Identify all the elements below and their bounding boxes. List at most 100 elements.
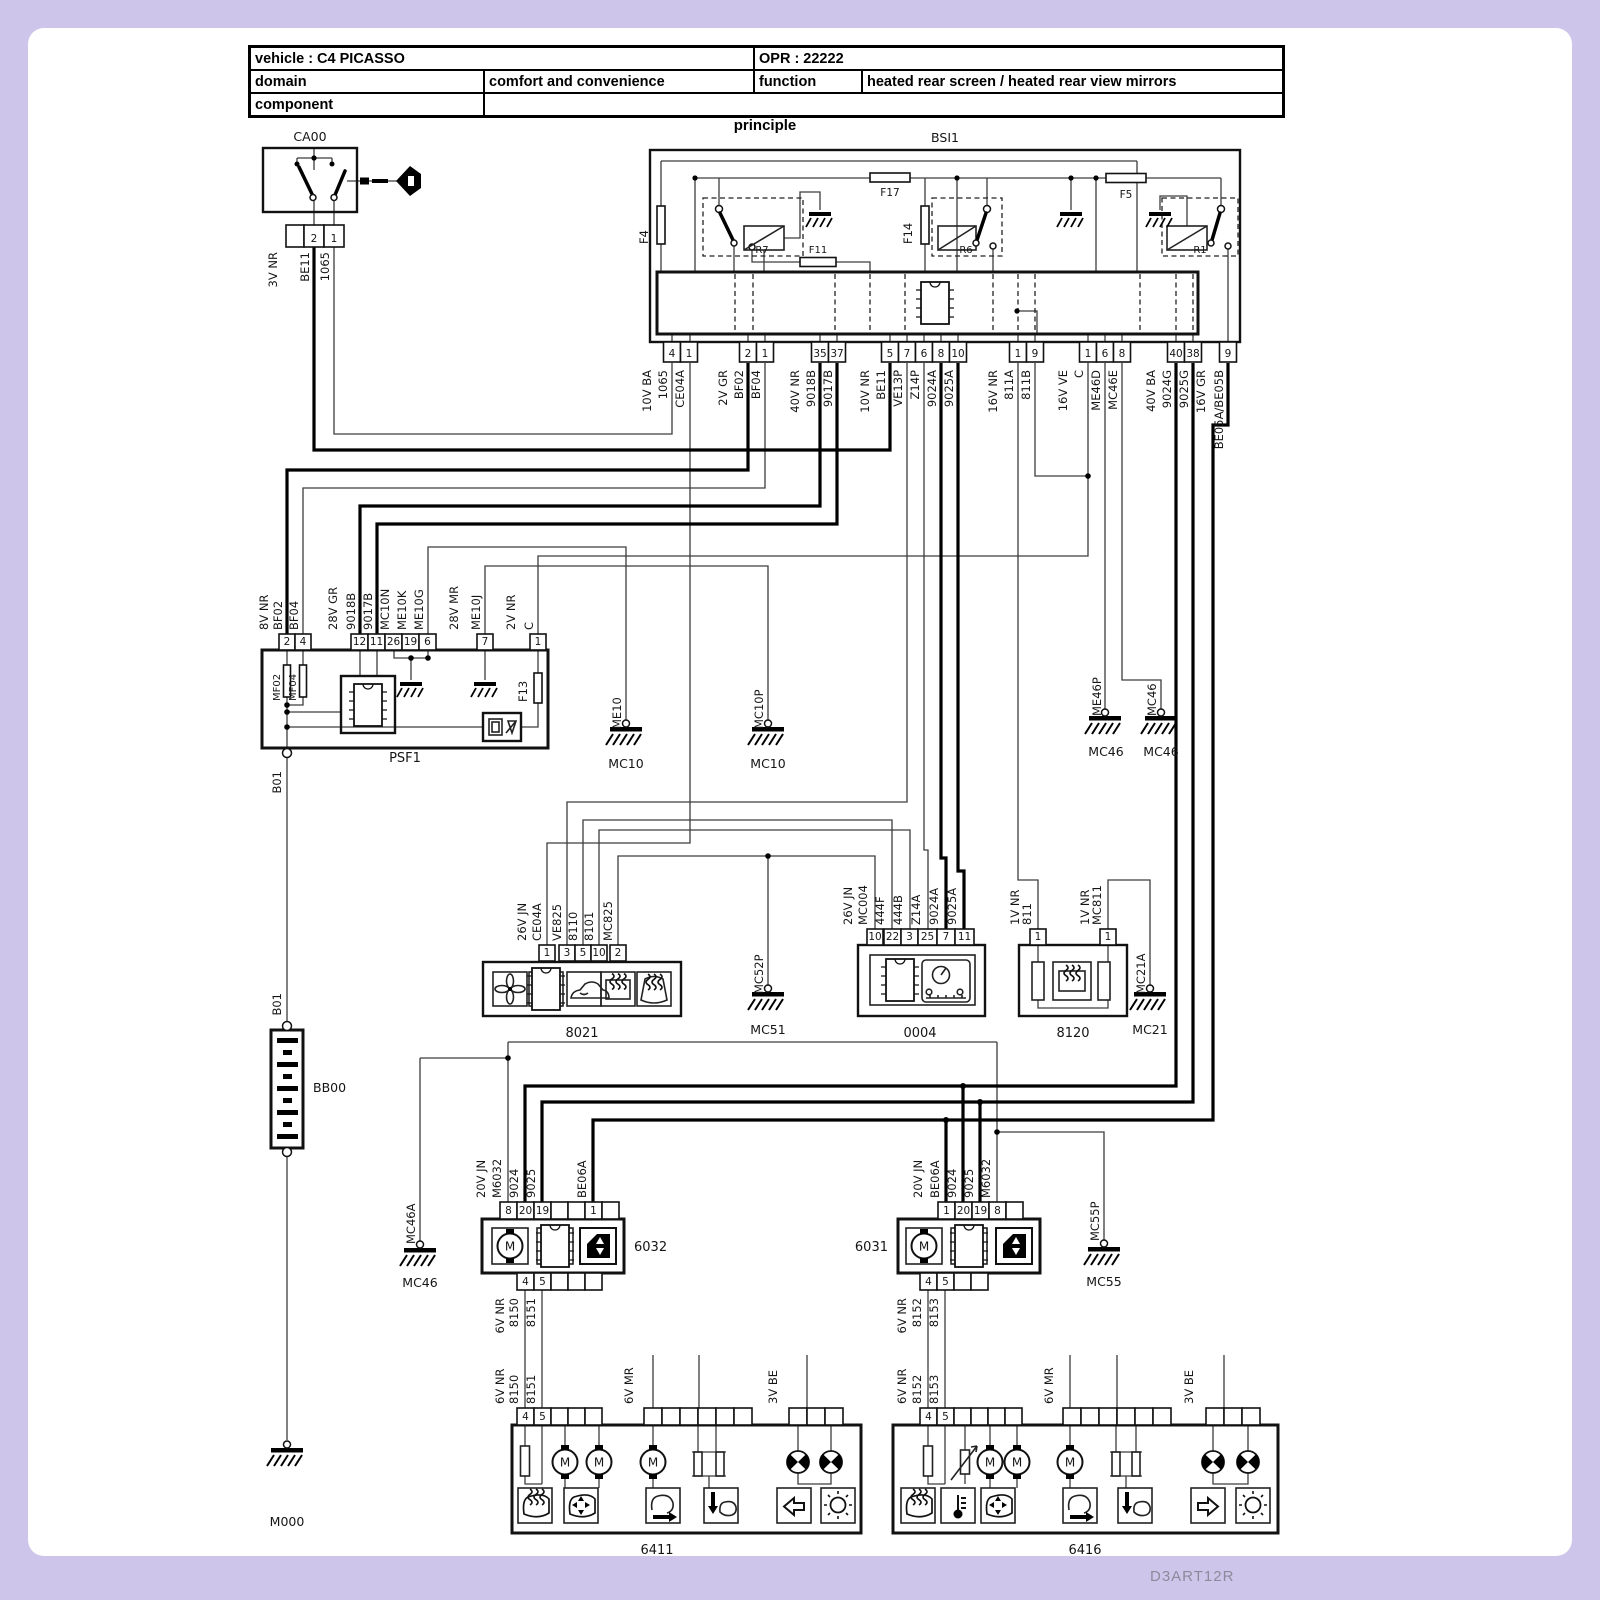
label-w-8151-1: 8151	[524, 1298, 538, 1327]
pin-cell-8: 8	[499, 1201, 518, 1220]
pin-cell	[953, 1272, 972, 1291]
fuse-f14-icon	[920, 205, 930, 245]
label-w-3vbe-a: 3V BE	[766, 1370, 780, 1404]
mirror-adjust-icon	[980, 1487, 1016, 1524]
label-c6032-title: 6032	[634, 1240, 667, 1255]
c8021-box	[481, 960, 683, 1018]
pin-cell	[697, 1407, 717, 1426]
pin-cell	[970, 1407, 989, 1426]
svg-text:5: 5	[580, 947, 587, 959]
defrost-icon	[640, 973, 668, 1004]
svg-text:5: 5	[887, 348, 894, 360]
label-w-28vgr: 28V GR	[326, 587, 340, 630]
label-w-26vjn-b: 26V JN	[841, 887, 855, 925]
svg-text:2: 2	[311, 233, 318, 245]
label-c6411-title: 6411	[640, 1543, 673, 1558]
label-bb00-title: BB00	[313, 1080, 346, 1095]
c6411-elements	[517, 1444, 856, 1524]
label-w-811: 811	[1020, 903, 1034, 925]
pin-cell-35: 35	[810, 341, 830, 363]
label-gnd-mc46-b: MC46	[1143, 744, 1178, 759]
label-gnd-mc21: MC21	[1132, 1022, 1167, 1037]
pin-cell-1: 1	[323, 224, 345, 248]
label-g-me10: ME10	[610, 697, 624, 729]
svg-text:10: 10	[951, 348, 964, 360]
label-w-8153-1: 8153	[927, 1298, 941, 1327]
label-w-9017b: 9017B	[821, 370, 835, 407]
bsi-ground-1-icon	[805, 211, 833, 228]
resistor-icon	[519, 1445, 531, 1477]
svg-text:1: 1	[1035, 931, 1042, 943]
mirror-fold-icon	[645, 1487, 681, 1524]
junction-dots	[284, 155, 1099, 1135]
label-relay-r7: R7	[755, 245, 768, 256]
fan-icon	[494, 973, 526, 1005]
svg-text:20: 20	[519, 1205, 532, 1217]
svg-text:6: 6	[921, 348, 928, 360]
pin-cell-4: 4	[919, 1407, 938, 1426]
svg-text:19: 19	[536, 1205, 549, 1217]
pin-cell	[550, 1407, 569, 1426]
svg-text:6: 6	[1102, 348, 1109, 360]
motor-icon-6031	[910, 1228, 938, 1264]
label-w-8153-2: 8153	[927, 1375, 941, 1404]
pin-cell	[1005, 1201, 1024, 1220]
svg-text:12: 12	[353, 636, 366, 648]
pin-cell	[1116, 1407, 1136, 1426]
fuse-f4-icon	[656, 205, 666, 245]
chip-icon-6031	[949, 1224, 989, 1268]
ground-m000-icon	[266, 1440, 304, 1467]
psf1-ground-2-icon	[470, 681, 498, 698]
fuse-f5-icon	[1105, 172, 1147, 184]
label-w-8101: 8101	[582, 912, 596, 941]
label-w-3vbe-b: 3V BE	[1182, 1370, 1196, 1404]
label-w-bf02: BF02	[732, 370, 746, 399]
label-w-8110: 8110	[566, 912, 580, 941]
label-w-20vjn-b: 20V JN	[911, 1160, 925, 1198]
label-w-444f: 444F	[873, 896, 887, 925]
label-c8021-title: 8021	[565, 1026, 598, 1041]
svg-text:1: 1	[1085, 348, 1092, 360]
label-w-9024a-2: 9024A	[927, 888, 941, 925]
pin-cell	[1152, 1407, 1172, 1426]
svg-text:1: 1	[590, 1205, 597, 1217]
pin-cell-38: 38	[1183, 341, 1203, 363]
label-w-9017b-p: 9017B	[361, 593, 375, 630]
svg-text:5: 5	[942, 1411, 949, 1423]
pin-cell-8: 8	[988, 1201, 1007, 1220]
label-w-40vba: 40V BA	[1144, 370, 1158, 412]
label-relay-r6: R6	[959, 245, 972, 256]
pin-cell-4: 4	[919, 1272, 938, 1291]
label-w-28vmr: 28V MR	[447, 586, 461, 630]
label-w-ve825: VE825	[550, 904, 564, 941]
pin-cell-10: 10	[866, 928, 884, 946]
label-w-1vnr-a: 1V NR	[1008, 890, 1022, 925]
label-fuse-f14: F14	[901, 223, 915, 244]
pin-cell-9: 9	[1218, 341, 1238, 363]
label-c6416-title: 6416	[1068, 1543, 1101, 1558]
label-w-3vnr: 3V NR	[266, 252, 280, 287]
pin-cell-19: 19	[533, 1201, 552, 1220]
label-w-9018b-p: 9018B	[344, 593, 358, 630]
svg-text:8: 8	[505, 1205, 512, 1217]
pin-cell-6: 6	[418, 633, 437, 651]
label-w-bf02-p: BF02	[271, 601, 285, 630]
label-g-me46p: ME46P	[1090, 677, 1104, 716]
pin-cell-2: 2	[738, 341, 758, 363]
pin-cell	[970, 1272, 989, 1291]
label-w-6vmr-b: 6V MR	[1042, 1367, 1056, 1404]
label-gnd-mc46-a: MC46	[1088, 744, 1123, 759]
label-w-be11-ca: BE11	[298, 252, 312, 282]
pin-cell	[1205, 1407, 1225, 1426]
svg-text:19: 19	[404, 636, 417, 648]
svg-text:3: 3	[564, 947, 571, 959]
svg-text:4: 4	[300, 636, 307, 648]
pin-cell	[601, 1201, 620, 1220]
pin-cell-19: 19	[401, 633, 420, 651]
label-w-mc004: MC004	[856, 885, 870, 925]
pin-cell	[285, 224, 305, 248]
svg-text:4: 4	[522, 1411, 529, 1423]
label-w-6vnr-b2: 6V NR	[895, 1369, 909, 1404]
label-w-16vgr: 16V GR	[1194, 370, 1208, 413]
